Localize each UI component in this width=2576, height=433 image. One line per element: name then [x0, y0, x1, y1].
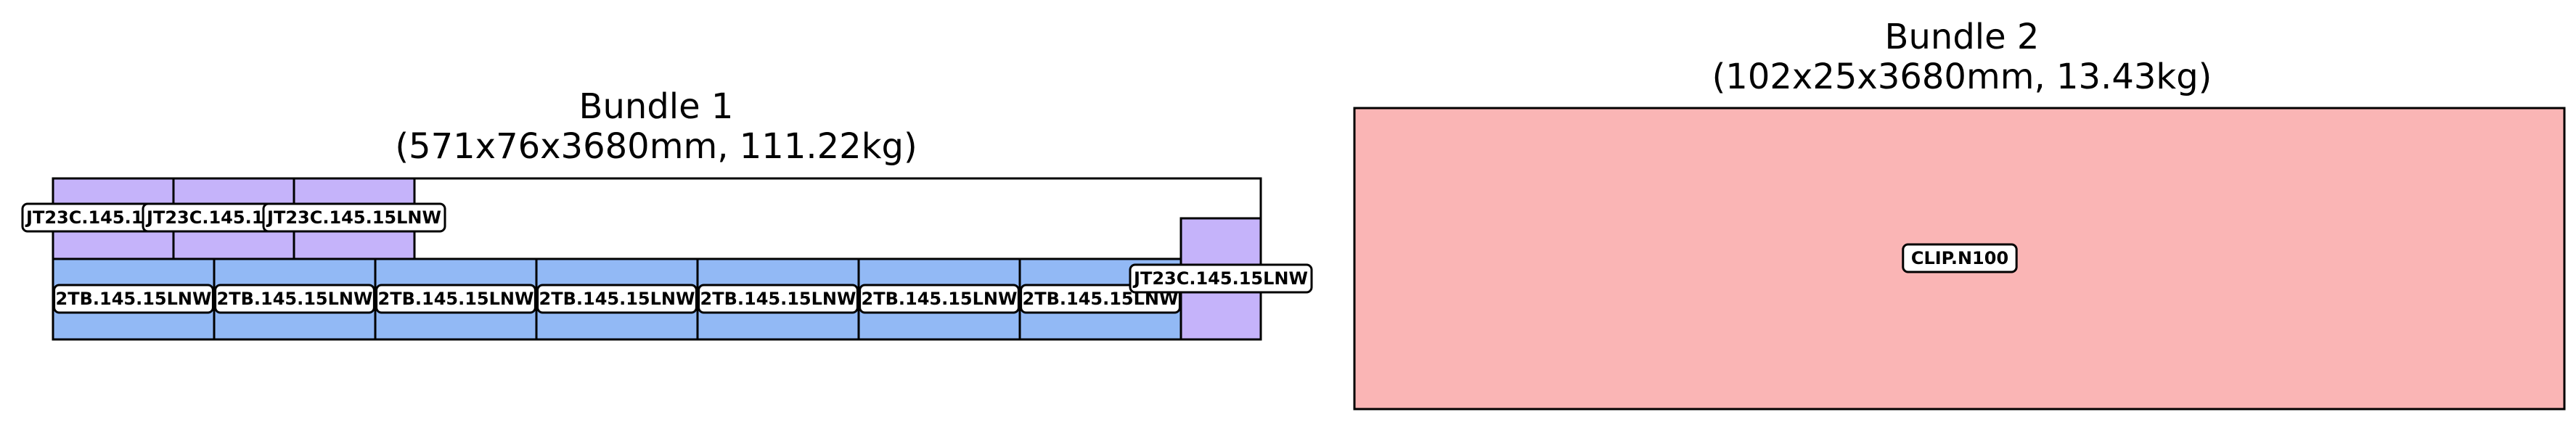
bundle-1-title-line1: Bundle 1: [579, 86, 734, 127]
piece-label: CLIP.N100: [1911, 248, 2008, 268]
piece-label: 2TB.145.15LNW: [862, 289, 1018, 309]
piece-label: JT23C.145.15LNW: [266, 207, 441, 228]
piece-label-box: [859, 284, 1020, 314]
piece-label: 2TB.145.15LNW: [378, 289, 534, 309]
piece-label-box: [262, 202, 446, 233]
bundle-1-title-line2: (571x76x3680mm, 111.22kg): [395, 126, 917, 167]
piece-label-box: [1902, 243, 2018, 273]
piece-label-box: [53, 284, 214, 314]
piece-label-box: [698, 284, 859, 314]
piece-label: JT23C.145.15LNW: [1132, 268, 1308, 289]
piece-label: 2TB.145.15LNW: [56, 289, 212, 309]
piece-label: 2TB.145.15LNW: [700, 289, 856, 309]
piece-label-box: [536, 284, 698, 314]
bundle-2-title-line1: Bundle 2: [1885, 17, 2040, 57]
piece-label-box: [1129, 263, 1313, 294]
bundle-2-title-line2: (102x25x3680mm, 13.43kg): [1712, 57, 2212, 97]
piece-label: 2TB.145.15LNW: [539, 289, 695, 309]
piece-label: 2TB.145.15LNW: [217, 289, 373, 309]
piece-label-box: [375, 284, 536, 314]
piece-label-box: [214, 284, 375, 314]
